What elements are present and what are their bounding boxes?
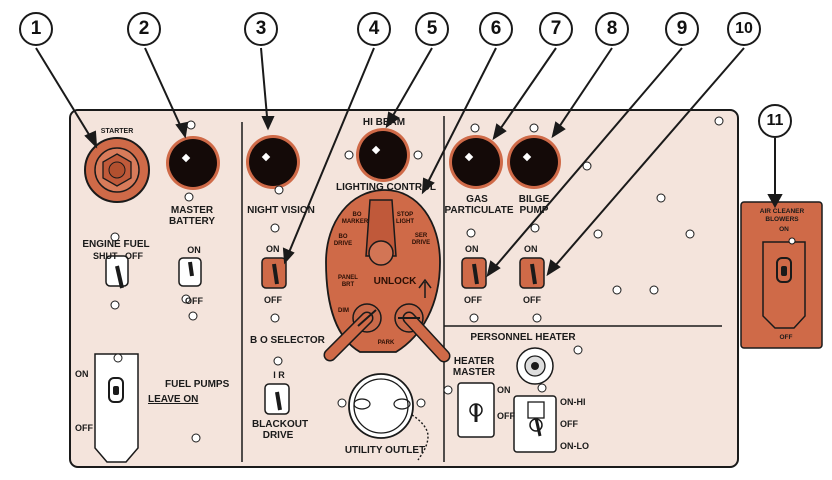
starter-label: STARTER [100,128,134,135]
heater-knob[interactable] [516,347,554,385]
air-cleaner-label: AIR CLEANER [759,208,805,215]
indicator-lamp [356,128,410,182]
on-label: ON [187,245,201,255]
callout-8: 8 [595,12,629,46]
ir-label: I R [273,370,285,380]
on-lo-label: ON-LO [560,441,589,451]
lighting-control-label: LIGHTING CONTROL [336,182,436,193]
bilge-pump-label: PUMP [519,205,549,216]
engine-fuel-label: ENGINE FUEL [82,239,150,250]
bilge-pump-label: BILGE [518,194,550,205]
callout-9: 9 [665,12,699,46]
off-label: OFF [75,423,93,433]
indicator-lamp [246,135,300,189]
heater-master-label: HEATER [453,356,495,367]
air-cleaner-label: BLOWERS [765,216,799,223]
stop-light-label: LIGHT [396,219,414,225]
blackout-drive-switch[interactable] [264,383,290,415]
fuel-pumps-label: FUEL PUMPS [165,379,230,390]
off-label: OFF [560,419,578,429]
heater-mode-switch[interactable] [513,395,557,453]
ser-drive-label: DRIVE [411,240,431,246]
on-label: ON [524,244,538,254]
shut-label: SHUT [93,251,118,261]
off-label: OFF [497,411,515,421]
callout-2: 2 [127,12,161,46]
panel-dimmer-lever[interactable] [323,303,382,362]
blackout-drive-label: DRIVE [262,430,294,441]
stop-light-label: STOP [396,212,414,218]
utility-outlet-label: UTILITY OUTLET [344,445,426,456]
indicator-lamp [166,136,220,190]
fuel-pumps-switch[interactable] [94,353,139,463]
unlock-label: UNLOCK [373,276,417,287]
gas-particulate-label: PARTICULATE [444,205,514,216]
panel-brt-label: PANEL [338,275,358,281]
park-lever[interactable] [394,303,451,363]
off-label: OFF [779,334,793,341]
off-label: OFF [125,251,143,261]
bo-drive-label: DRIVE [333,241,353,247]
bo-marker-label: BO [352,212,362,218]
panel-brt-label: BRT [341,282,355,288]
callout-5: 5 [415,12,449,46]
hi-beam-label: HI BEAM [362,117,406,128]
indicator-lamp [449,135,503,189]
leave-on-label: LEAVE ON [148,394,199,405]
off-label: OFF [264,295,282,305]
on-label: ON [75,369,89,379]
callout-4: 4 [357,12,391,46]
air-cleaner-blowers-switch[interactable] [762,241,806,329]
callout-6: 6 [479,12,513,46]
dim-label: DIM [338,308,349,314]
master-battery-label: BATTERY [168,216,216,227]
leader-lines [35,47,783,278]
heater-master-label: MASTER [452,367,496,378]
bilge-pump-switch[interactable] [519,257,545,289]
on-label: ON [779,226,789,233]
panel-screws [110,116,796,443]
gas-particulate-switch[interactable] [461,257,487,289]
heater-master-switch[interactable] [457,382,495,438]
utility-outlet[interactable] [348,373,429,461]
night-vision-switch[interactable] [261,257,287,289]
personnel-heater-label: PERSONNEL HEATER [470,332,576,343]
night-vision-label: NIGHT VISION [247,205,315,216]
bo-selector-label: B O SELECTOR [250,335,325,346]
off-label: OFF [523,295,541,305]
master-battery-switch[interactable] [178,257,202,287]
off-label: OFF [464,295,482,305]
engine-fuel-shutoff-switch[interactable] [105,255,129,289]
park-label: PARK [377,340,395,346]
on-label: ON [465,244,479,254]
ser-drive-label: SER [414,233,428,239]
gas-particulate-label: GAS [466,194,488,205]
on-hi-label: ON-HI [560,397,586,407]
lock-arrow-icon [418,278,432,298]
callout-10: 10 [727,12,761,46]
on-label: ON [266,244,280,254]
on-label: ON [497,385,511,395]
off-label: OFF [185,296,203,306]
indicator-lamp [507,135,561,189]
blackout-drive-label: BLACKOUT [251,419,309,430]
callout-1: 1 [19,12,53,46]
lighting-main-lever[interactable] [365,199,397,257]
callout-7: 7 [539,12,573,46]
callout-3: 3 [244,12,278,46]
starter-button[interactable] [84,137,150,203]
bo-marker-label: MARKER [341,219,369,225]
bo-drive-label: BO [338,234,348,240]
callout-11: 11 [758,104,792,138]
lighting-main-knob[interactable] [368,240,394,266]
master-battery-label: MASTER [170,205,214,216]
